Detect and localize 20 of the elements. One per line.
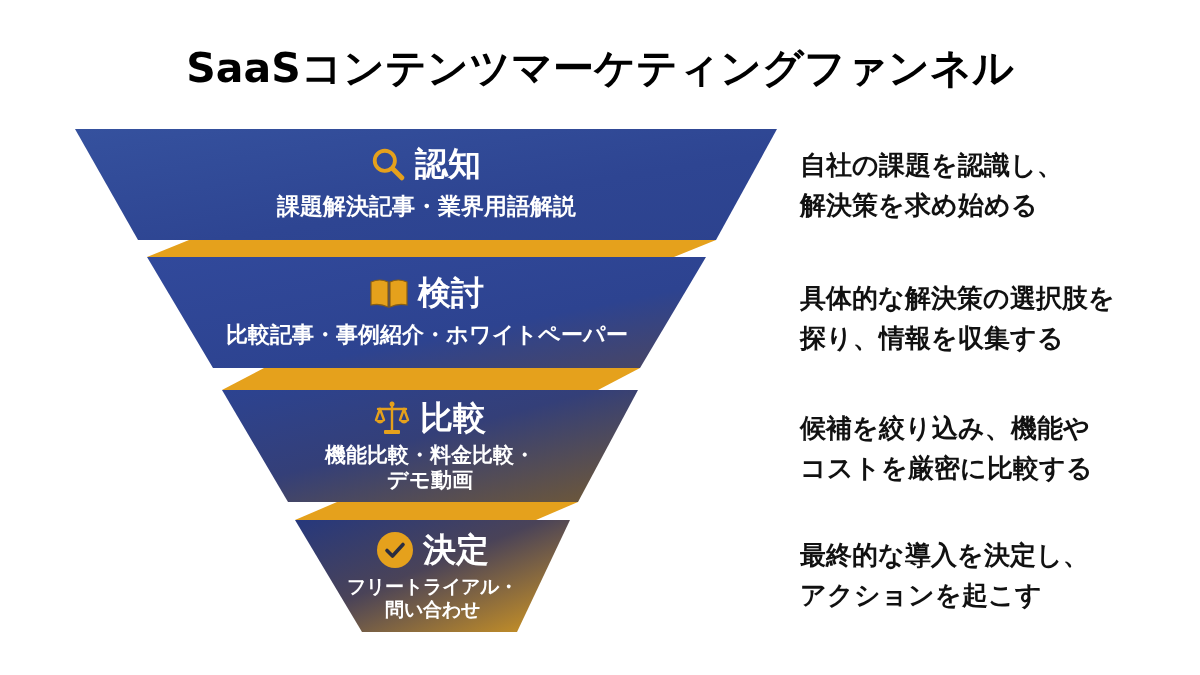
content-types-text: フリートライアル・問い合わせ xyxy=(346,575,519,621)
funnel-stage xyxy=(147,257,706,368)
title: SaaSコンテンツマーケティングファンネル xyxy=(186,44,1014,94)
stage-title: 認知 xyxy=(415,145,481,184)
content-types-text: 機能比較・料金比較・デモ動画 xyxy=(323,442,536,494)
stage-title: 検討 xyxy=(417,274,484,312)
stage-note: 候補を絞り込み、機能やコストを厳密に比較する xyxy=(800,412,1094,485)
stage-title: 決定 xyxy=(422,531,489,570)
content-types-text: 課題解決記事・業界用語解説 xyxy=(276,192,576,222)
ribbon-fold xyxy=(147,240,716,257)
stage-note: 自社の課題を認識し、解決策を求め始める xyxy=(800,149,1064,222)
funnel-stage xyxy=(75,129,777,240)
content-types-text: 比較記事・事例紹介・ホワイトペーパー xyxy=(225,320,628,349)
ribbon-fold xyxy=(295,502,578,520)
funnel-stage xyxy=(295,520,570,632)
stage-note: 最終的な導入を決定し、アクションを起こす xyxy=(800,539,1090,612)
stage-title: 比較 xyxy=(420,398,486,437)
ribbon-fold xyxy=(222,368,640,390)
funnel-stage xyxy=(222,390,638,502)
stage-note: 具体的な解決策の選択肢を探り、情報を収集する xyxy=(800,282,1116,355)
